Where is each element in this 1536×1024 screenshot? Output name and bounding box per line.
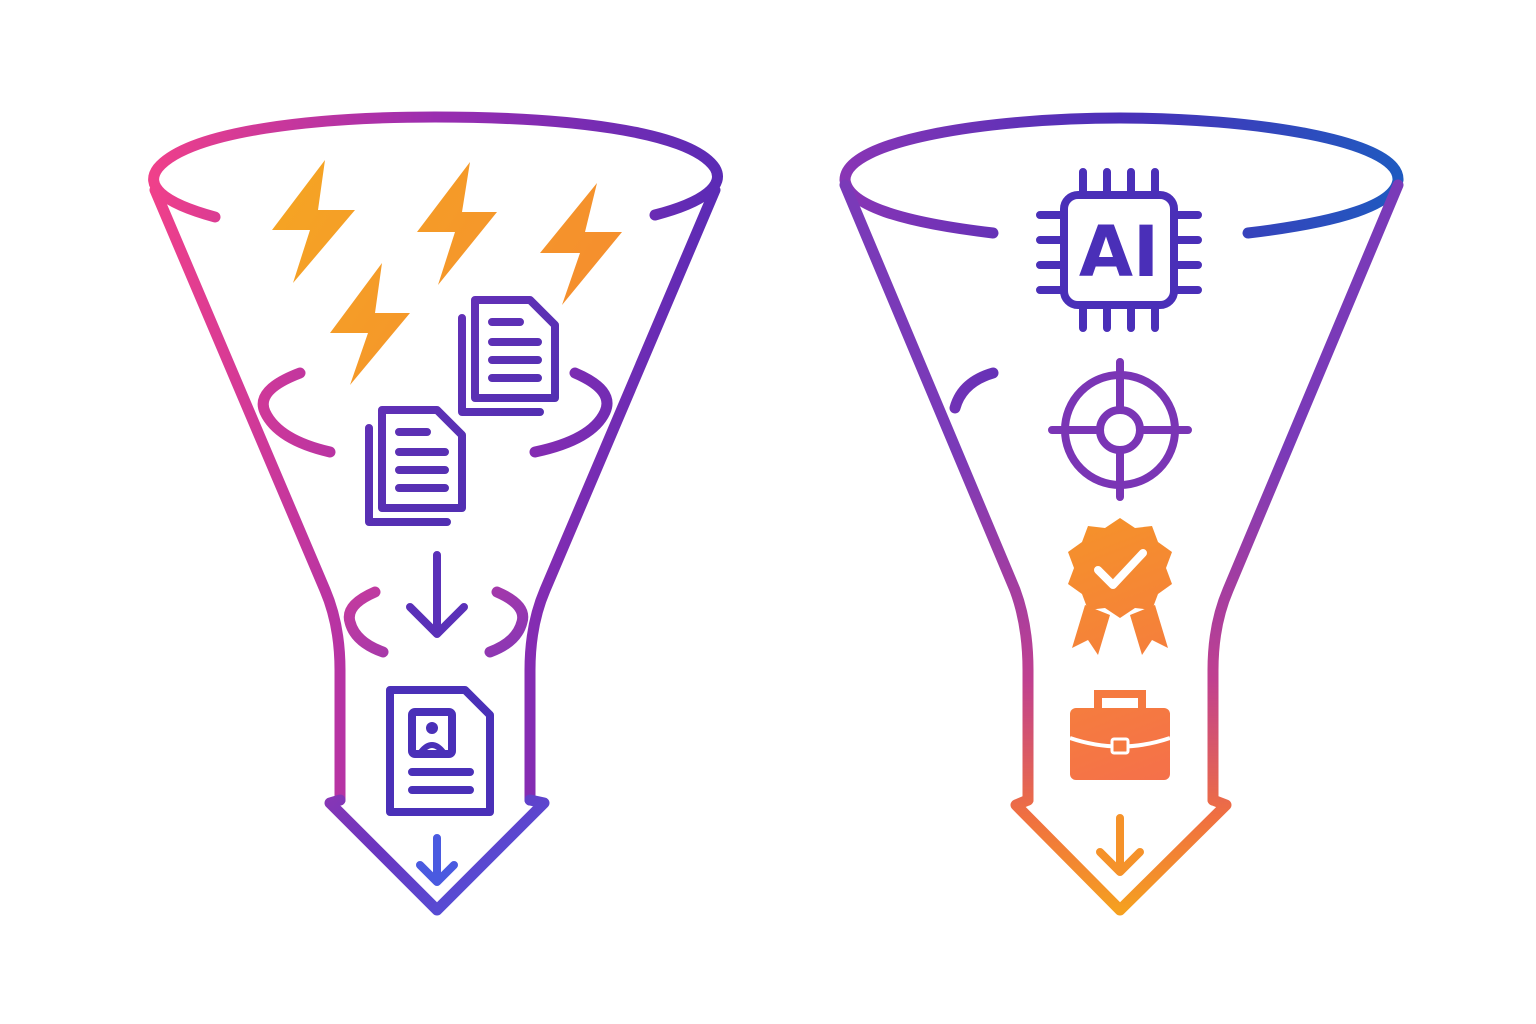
award-badge-icon <box>1068 518 1172 655</box>
arrow-down-icon <box>416 834 458 886</box>
ring-left-mid <box>257 367 336 458</box>
funnel-arrow-tip <box>324 794 550 916</box>
funnel-right-side <box>1207 179 1404 806</box>
arrow-down-icon <box>406 551 468 638</box>
funnel-right-side <box>524 184 721 806</box>
ring-right-mid <box>529 367 613 458</box>
funnel-arrow-tip <box>1010 794 1232 916</box>
right-funnel: AI <box>839 112 1404 916</box>
ring-left-low <box>343 586 389 658</box>
ring-left-mid <box>949 367 999 414</box>
funnel-left-side <box>839 179 1034 806</box>
funnel-rim <box>148 111 723 223</box>
briefcase-icon <box>1069 690 1171 780</box>
ai-chip-icon: AI <box>1036 168 1202 332</box>
arrow-down-icon <box>1096 814 1144 876</box>
document-stack-icon <box>365 406 466 526</box>
resume-document-icon <box>386 686 494 816</box>
lightning-bolt-icon <box>272 160 622 385</box>
ring-right-low <box>484 586 529 658</box>
funnel-left-side <box>149 184 346 806</box>
target-crosshair-icon <box>1048 358 1192 501</box>
left-funnel <box>148 111 723 916</box>
document-stack-icon <box>458 296 559 416</box>
ai-chip-label: AI <box>1079 211 1159 293</box>
